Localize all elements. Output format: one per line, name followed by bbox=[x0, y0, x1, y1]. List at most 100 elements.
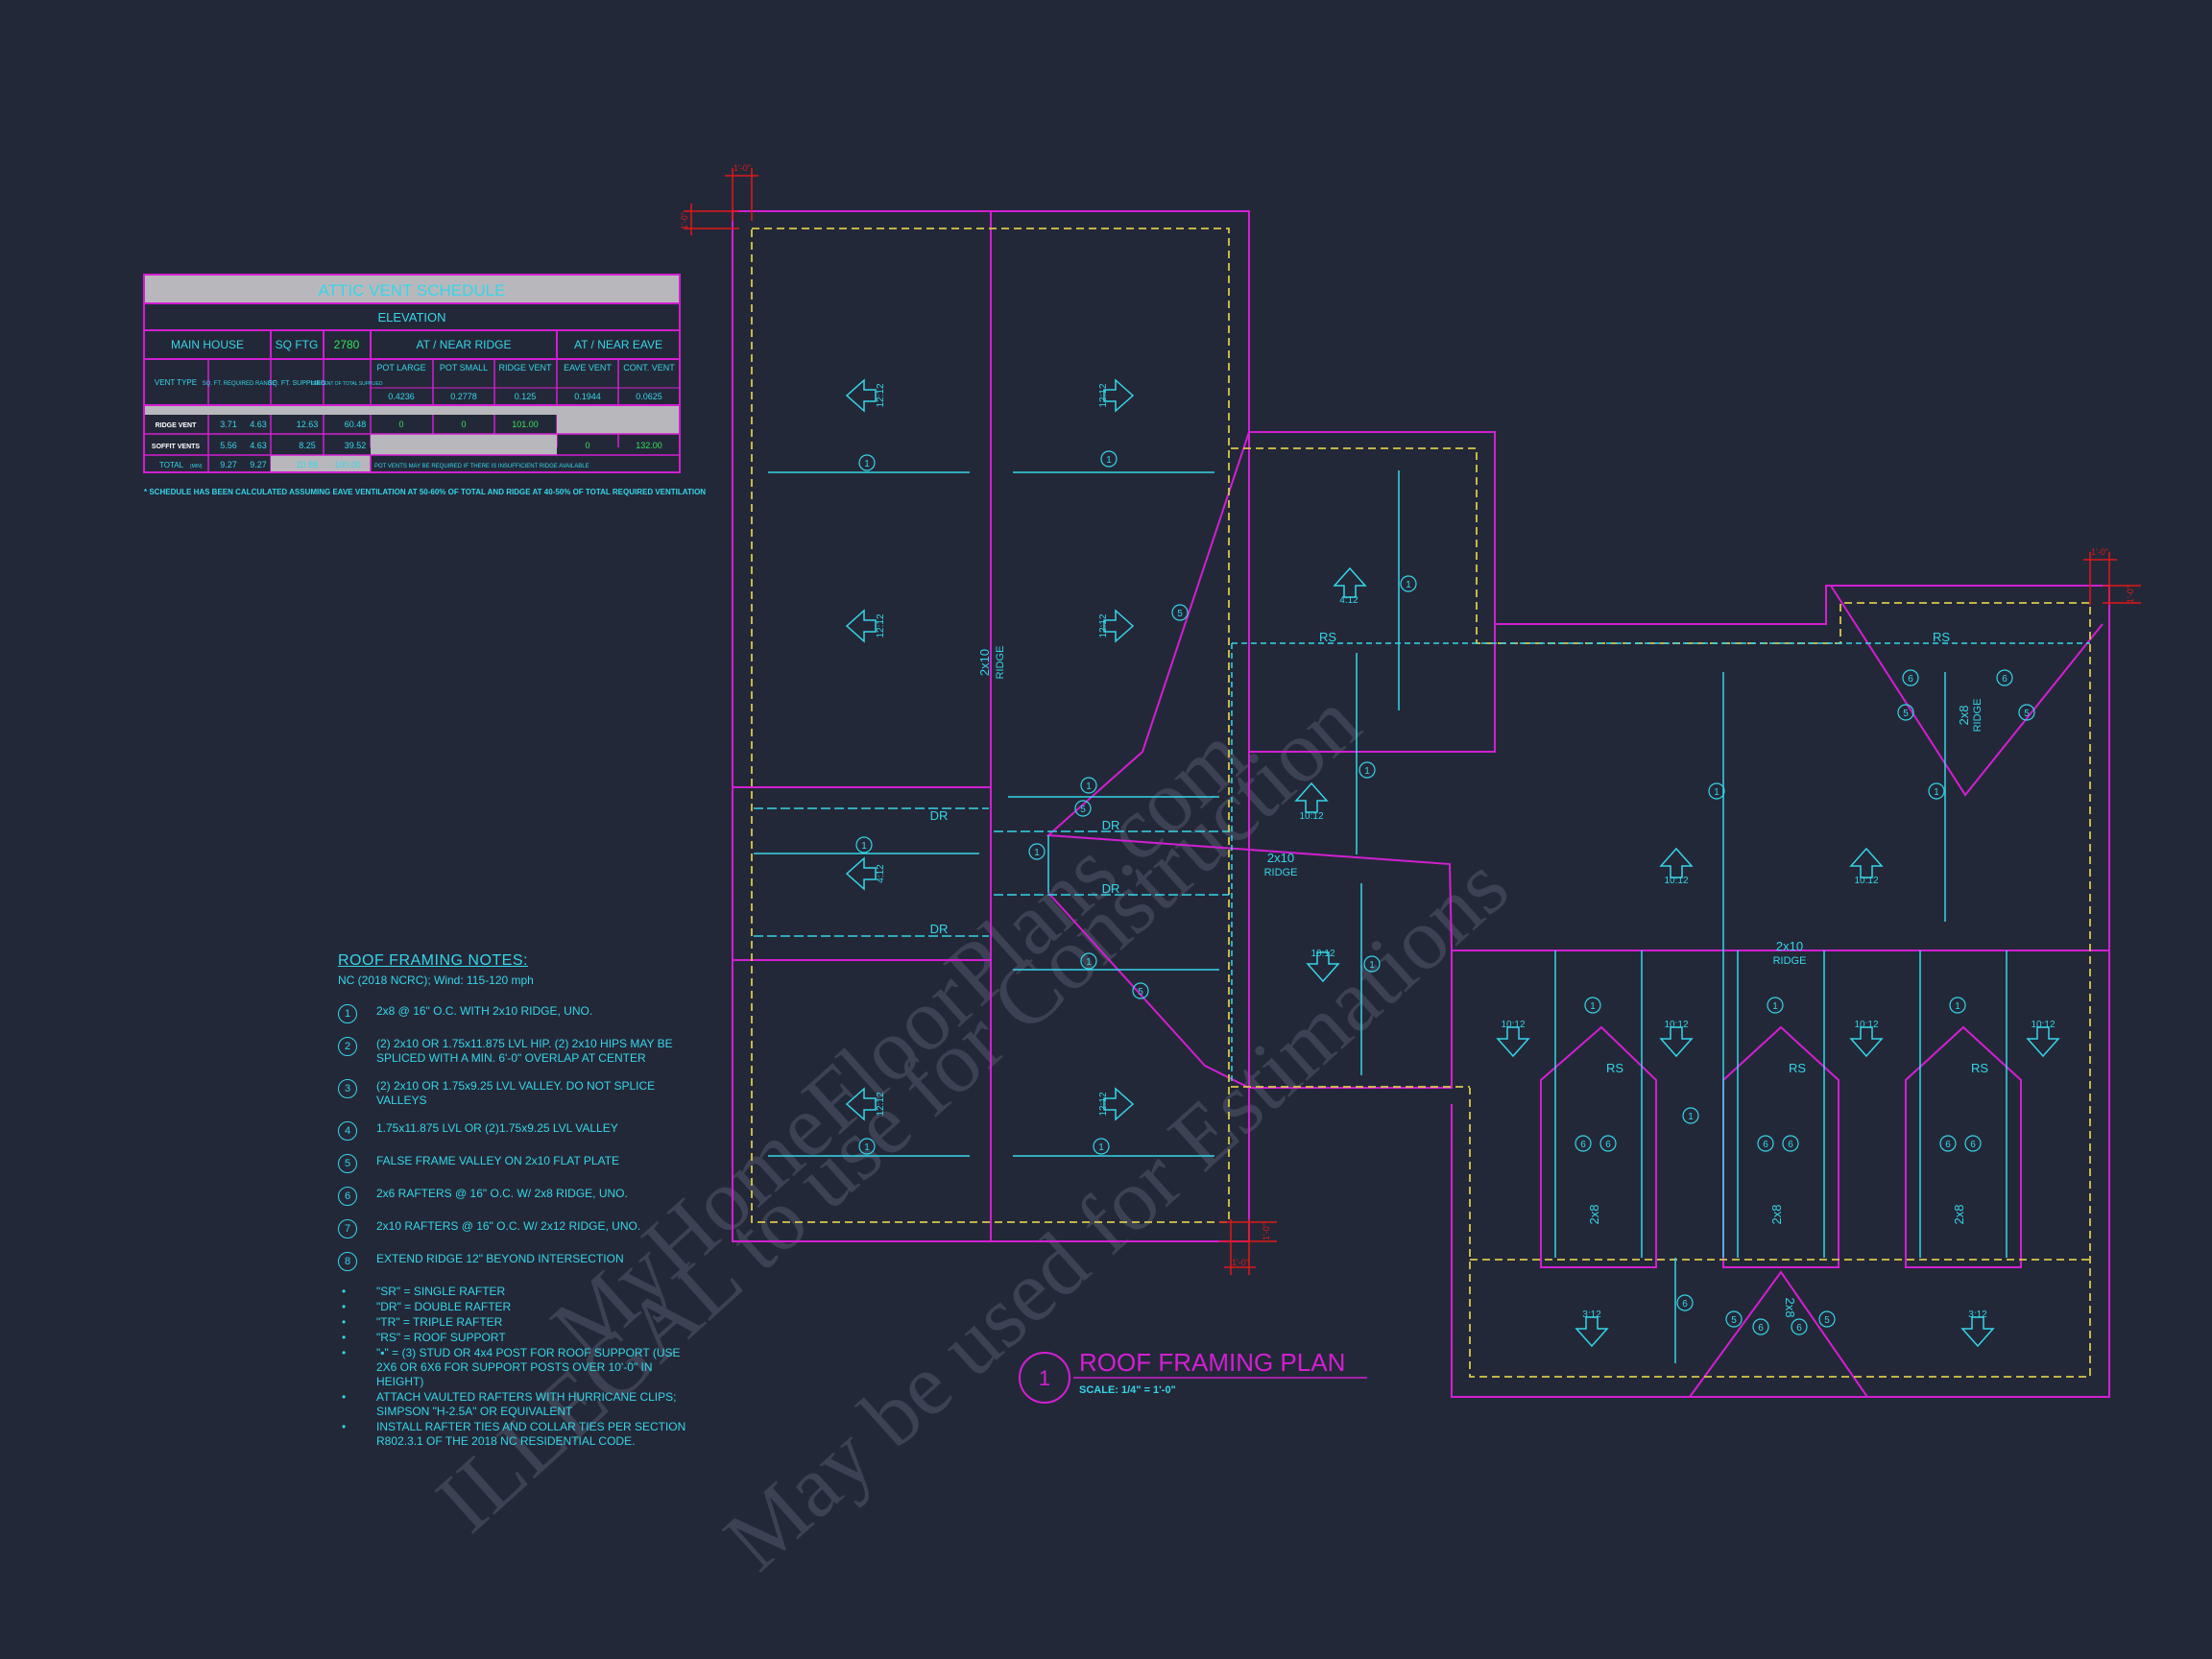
schedule-header-supplied: SQ. FT. SUPPLIED bbox=[268, 380, 325, 387]
note-bullet: •"DR" = DOUBLE RAFTER bbox=[338, 1300, 703, 1314]
tag-5-e: 5 bbox=[2024, 709, 2030, 719]
dim-label-bottom: 1'-0" bbox=[1232, 1258, 1249, 1267]
schedule-area-eave: 0.1944 bbox=[574, 392, 601, 401]
tag-5-f: 5 bbox=[1731, 1315, 1737, 1326]
schedule-header-ridge-vent: RIDGE VENT bbox=[498, 363, 552, 373]
rs-label-5: RS bbox=[1971, 1061, 1988, 1075]
schedule-header-cont-vent: CONT. VENT bbox=[623, 363, 675, 373]
dim-label-right-side: 1'-0" bbox=[2126, 586, 2135, 603]
tag-6-j: 6 bbox=[1758, 1323, 1764, 1334]
schedule-row-ridge-req-low: 3.71 bbox=[220, 420, 237, 429]
ridge-label-main: RIDGE bbox=[995, 646, 1006, 680]
tag-1-i: 1 bbox=[1369, 960, 1375, 971]
dr-label-2: DR bbox=[930, 922, 949, 936]
dim-label-bottom-side: 1'-0" bbox=[1262, 1223, 1271, 1240]
schedule-main-house: MAIN HOUSE bbox=[171, 338, 244, 351]
note-text: (2) 2x10 OR 1.75x9.25 LVL VALLEY. DO NOT… bbox=[376, 1079, 656, 1107]
schedule-header-pot-large: POT LARGE bbox=[376, 363, 425, 373]
tag-1-e: 1 bbox=[861, 841, 867, 852]
note-bullet: •"TR" = TRIPLE RAFTER bbox=[338, 1315, 703, 1330]
schedule-row-soffit-req-low: 5.56 bbox=[220, 441, 237, 450]
tag-5-d: 5 bbox=[1903, 709, 1909, 719]
schedule-row-soffit-percent: 39.52 bbox=[345, 441, 367, 450]
schedule-footnote: * SCHEDULE HAS BEEN CALCULATED ASSUMING … bbox=[144, 488, 706, 496]
roof-eave-dashed bbox=[751, 228, 2091, 1378]
tag-6-e: 6 bbox=[1605, 1140, 1611, 1150]
note-number-bubble: 5 bbox=[338, 1154, 357, 1173]
note-text: 1.75x11.875 LVL OR (2)1.75x9.25 LVL VALL… bbox=[376, 1121, 618, 1135]
pitch-10-12-d: 10:12 bbox=[1854, 876, 1878, 886]
notes-code: NC (2018 NCRC); Wind: 115-120 mph bbox=[338, 974, 534, 987]
ridge-label-dormer-2: 2x8 bbox=[1769, 1205, 1784, 1225]
note-bullet-text: "TR" = TRIPLE RAFTER bbox=[376, 1315, 503, 1329]
tag-1-f: 1 bbox=[1034, 848, 1040, 858]
schedule-sq-ftg-label: SQ FTG bbox=[276, 338, 319, 351]
schedule-row-total-percent: 100.00 bbox=[334, 460, 361, 469]
ridge-label-right-size: 2x10 bbox=[1776, 939, 1803, 953]
note-text: 2x6 RAFTERS @ 16" O.C. W/ 2x8 RIDGE, UNO… bbox=[376, 1187, 628, 1200]
ridge-label-gable: RIDGE bbox=[1972, 699, 1984, 733]
note-text: 2x10 RAFTERS @ 16" O.C. W/ 2x12 RIDGE, U… bbox=[376, 1219, 641, 1233]
plan-title-number-bubble bbox=[1019, 1352, 1070, 1404]
ridge-label-center: RIDGE bbox=[1264, 867, 1298, 878]
notes-bullet-list: • "SR" = SINGLE RAFTER •"DR" = DOUBLE RAFT… bbox=[338, 1285, 703, 1449]
schedule-sq-ftg-value: 2780 bbox=[334, 338, 360, 351]
schedule-row-ridge-percent: 60.48 bbox=[345, 420, 367, 429]
schedule-row-ridge-req-high: 4.63 bbox=[250, 420, 267, 429]
dimension-marks bbox=[684, 168, 2141, 1275]
note-bullet: •ATTACH VAULTED RAFTERS WITH HURRICANE C… bbox=[338, 1390, 703, 1419]
schedule-at-eave: AT / NEAR EAVE bbox=[574, 338, 662, 351]
pitch-10-12-e: 10:12 bbox=[1501, 1020, 1525, 1030]
tag-1-g: 1 bbox=[1086, 957, 1092, 968]
tag-1-j: 1 bbox=[864, 1142, 870, 1153]
schedule-elevation: ELEVATION bbox=[377, 310, 445, 325]
tag-6-d: 6 bbox=[1580, 1140, 1586, 1150]
tag-6-a: 6 bbox=[1682, 1299, 1688, 1310]
schedule-header-percent: PERCENT OF TOTAL SUPPLIED bbox=[310, 381, 382, 387]
note-item: 5 FALSE FRAME VALLEY ON 2x10 FLAT PLATE bbox=[338, 1154, 703, 1173]
dim-label-left: 1'-0" bbox=[680, 212, 689, 229]
schedule-row-ridge-pot-small: 0 bbox=[461, 420, 466, 429]
schedule-row-soffit-type: SOFFIT VENTS bbox=[152, 444, 201, 450]
schedule-header-eave-vent: EAVE VENT bbox=[564, 363, 612, 373]
schedule-row-total-supplied: 20.88 bbox=[297, 460, 319, 469]
schedule-area-pot-large: 0.4236 bbox=[388, 392, 415, 401]
tag-5-b: 5 bbox=[1080, 805, 1086, 815]
tag-6-k: 6 bbox=[1796, 1323, 1802, 1334]
pitch-4-12-a: 4:12 bbox=[876, 864, 886, 883]
tag-5-a: 5 bbox=[1177, 609, 1183, 619]
dimension-labels: 1'-0" 1'-0" 1'-0" 1'-0" 1'-0" 1'-0" bbox=[680, 163, 2135, 1267]
ridge-label-gable-size: 2x8 bbox=[1957, 706, 1971, 726]
tag-1-k: 1 bbox=[1098, 1142, 1104, 1153]
note-bullet-text: "SR" = SINGLE RAFTER bbox=[376, 1285, 506, 1298]
schedule-row-soffit-supplied: 8.25 bbox=[299, 441, 316, 450]
schedule-row-total-req-high: 9.27 bbox=[250, 460, 267, 469]
tag-1-m: 1 bbox=[1934, 787, 1939, 798]
tag-1-d: 1 bbox=[1086, 781, 1092, 792]
tag-6-g: 6 bbox=[1788, 1140, 1793, 1150]
schedule-row-ridge-pot-large: 0 bbox=[398, 420, 403, 429]
framing-tag-numbers: 1 1 5 1 1 5 1 1 1 5 1 1 1 1 1 1 1 6 1 1 … bbox=[861, 455, 2030, 1334]
framing-tags bbox=[855, 450, 2035, 1335]
note-bullet: •INSTALL RAFTER TIES AND COLLAR TIES PER… bbox=[338, 1420, 703, 1449]
pitch-10-12-g: 10:12 bbox=[1854, 1020, 1878, 1030]
bullet-dot-icon: • bbox=[342, 1390, 347, 1404]
note-text: FALSE FRAME VALLEY ON 2x10 FLAT PLATE bbox=[376, 1154, 619, 1167]
schedule-header-required: SQ. FT. REQUIRED RANGE bbox=[203, 381, 276, 387]
rs-label-1: RS bbox=[1319, 630, 1336, 644]
schedule-header-vent-type: VENT TYPE bbox=[155, 378, 197, 387]
dim-label-top: 1'-0" bbox=[733, 163, 751, 173]
tag-6-b: 6 bbox=[1908, 674, 1913, 685]
schedule-row-total-note: POT VENTS MAY BE REQUIRED IF THERE IS IN… bbox=[374, 464, 589, 469]
note-number-bubble: 2 bbox=[338, 1037, 357, 1056]
tag-5-g: 5 bbox=[1824, 1315, 1830, 1326]
schedule-row-total-min: (MIN) bbox=[190, 464, 203, 469]
schedule-row-soffit-cont: 132.00 bbox=[636, 441, 662, 450]
tag-1-o: 1 bbox=[1590, 1001, 1596, 1012]
note-number-bubble: 7 bbox=[338, 1219, 357, 1238]
pitch-12-12-c: 12:12 bbox=[876, 613, 886, 637]
note-bullet-text: INSTALL RAFTER TIES AND COLLAR TIES PER … bbox=[376, 1420, 686, 1448]
